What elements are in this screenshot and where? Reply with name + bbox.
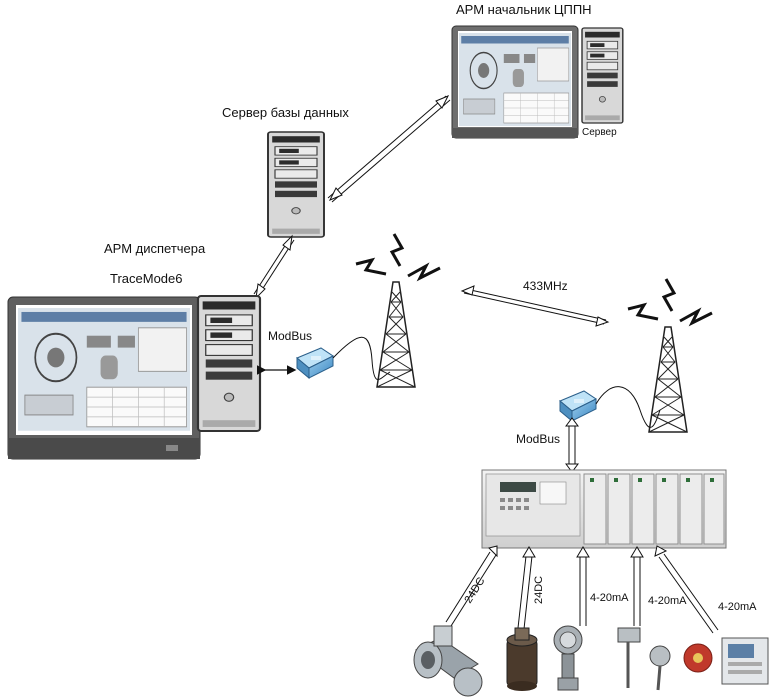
server-small-label: Сервер [582, 127, 617, 138]
modbus-right-label: ModBus [516, 432, 560, 446]
sig-24dc-2-label: 24DC [533, 576, 545, 604]
db-server-label: Сервер базы данных [222, 105, 349, 120]
link-dispatcher-db [253, 234, 295, 300]
sig-420-3-label: 4-20mA [718, 601, 757, 613]
cable-left [332, 336, 391, 380]
arm-dispatcher-label: АРМ диспетчера [104, 241, 206, 256]
arm-chief-monitor [451, 25, 579, 139]
flowmeter-icon [413, 625, 483, 697]
gas-analyzer-icon [683, 637, 769, 685]
sig-420-2-label: 4-20mA [648, 595, 687, 607]
sensor-icon-24dc [506, 627, 538, 691]
modem-left-icon [296, 347, 334, 379]
link-433mhz [460, 285, 610, 327]
temperature-sensor-icon [617, 627, 671, 691]
pressure-transmitter-icon [553, 625, 583, 691]
arm-dispatcher-monitor [7, 296, 201, 460]
arm-chief-label: АРМ начальник ЦППН [456, 2, 592, 17]
modbus-left-label: ModBus [268, 329, 312, 343]
sig-420-1-label: 4-20mA [590, 592, 629, 604]
modbus-right-link [565, 417, 579, 473]
freq-label: 433MHz [523, 279, 568, 293]
radio-tower-right-icon [626, 277, 714, 434]
radio-tower-left-icon [354, 232, 442, 389]
link-db-chief [327, 95, 451, 203]
modem-right-icon [559, 390, 597, 422]
db-server-icon [267, 131, 325, 238]
signal-arrows [445, 545, 719, 634]
plc-rack-icon [481, 469, 727, 549]
chief-server-icon [581, 27, 624, 124]
cable-right [595, 386, 661, 428]
tracemode-label: TraceMode6 [110, 271, 183, 286]
dispatcher-server-icon [196, 294, 262, 433]
